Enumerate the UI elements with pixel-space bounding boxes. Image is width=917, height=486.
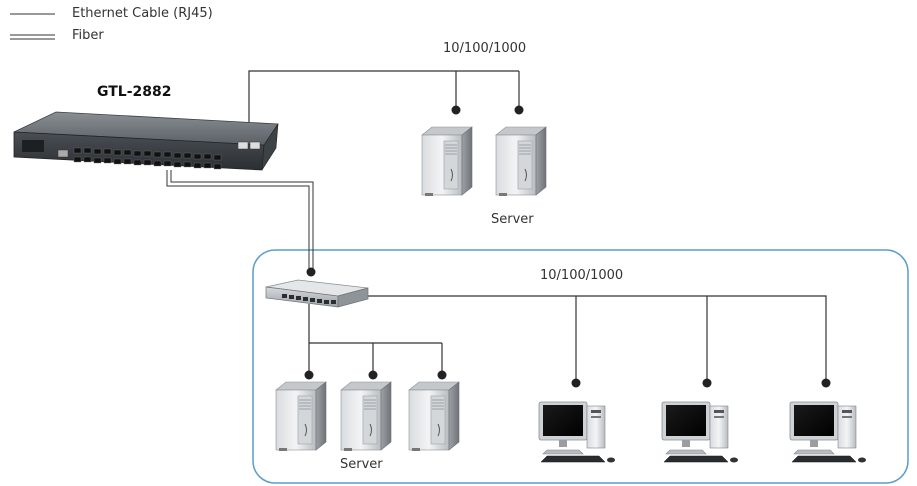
ethernet-connections [248,70,827,383]
bottom-server-2-image [340,381,392,452]
top-server-1-image [421,126,473,197]
legend-fiber-label: Fiber [72,28,104,43]
connection-dots [304,105,831,388]
lan-zone-border [252,249,909,484]
bottom-speed-label: 10/100/1000 [540,268,624,283]
bottom-server-label: Server [340,457,383,472]
pc-2-image [661,401,739,463]
access-switch-image [265,279,369,308]
top-server-2-image [495,126,547,197]
bottom-server-3-image [408,381,460,452]
top-speed-label: 10/100/1000 [443,41,527,56]
core-switch-model-label: GTL-2882 [97,84,172,100]
fiber-connection [166,170,314,272]
top-server-label: Server [491,212,534,227]
legend-ethernet-label: Ethernet Cable (RJ45) [72,6,213,21]
core-switch-image [13,111,279,171]
pc-3-image [789,401,867,463]
legend [10,13,55,40]
bottom-server-1-image [275,381,327,452]
pc-1-image [538,401,616,463]
